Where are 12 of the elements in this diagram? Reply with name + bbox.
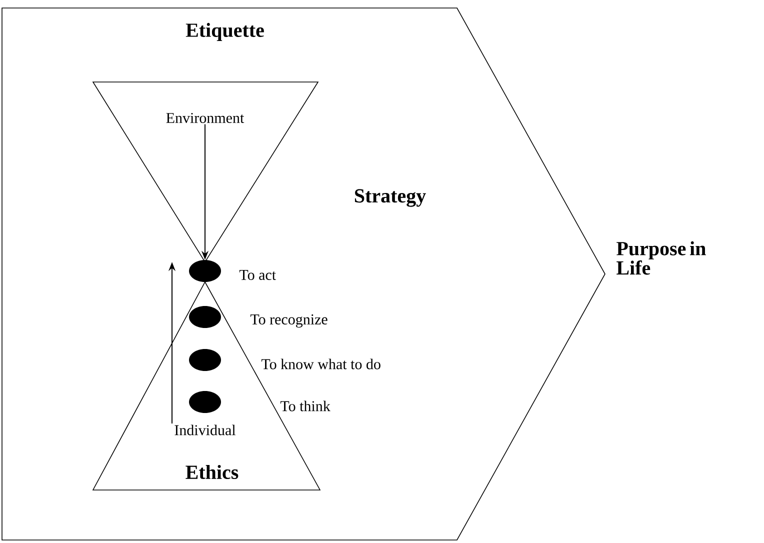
ellipse-dot	[189, 391, 221, 413]
ellipse-dot	[189, 349, 221, 371]
heading: Purpose in Life	[616, 241, 706, 275]
node-label: Individual	[174, 424, 236, 436]
ellipse-dot	[189, 260, 221, 282]
node-label: Environment	[166, 112, 244, 124]
step-label: To think	[280, 400, 330, 412]
ellipse-dot	[189, 306, 221, 328]
step-label: To act	[239, 270, 276, 280]
step-label: To recognize	[250, 314, 328, 328]
step-label: To know what to do	[261, 358, 380, 370]
heading: Strategy	[354, 189, 426, 207]
